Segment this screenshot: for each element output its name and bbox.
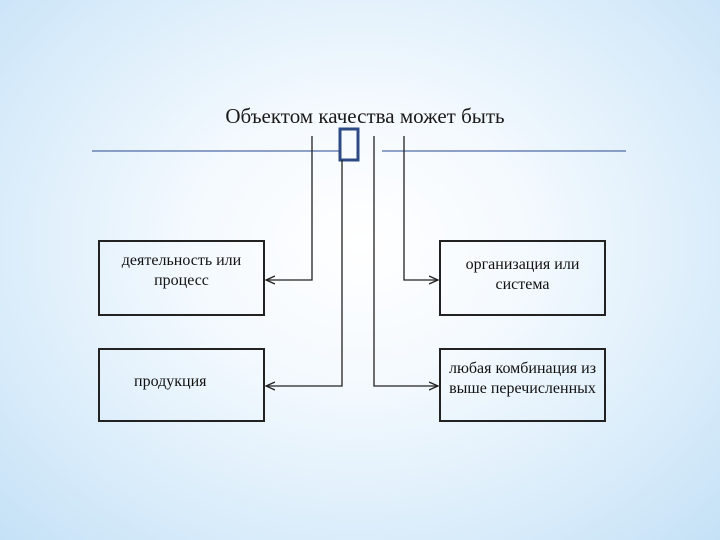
connector-product <box>266 160 343 386</box>
box-organization-label: организация или система <box>465 256 580 293</box>
box-combination: любая комбинация из выше перечисленных <box>439 348 606 422</box>
box-activity-label: деятельность или процесс <box>121 252 242 289</box>
placeholder-glyph-icon <box>338 127 360 162</box>
connector-organization <box>403 136 438 280</box>
box-combination-label: любая комбинация из выше перечисленных <box>448 360 597 397</box>
box-product-label: продукция <box>134 373 207 390</box>
box-activity: деятельность или процесс <box>98 240 265 316</box>
box-product: продукция <box>98 348 265 422</box>
connector-activity <box>266 136 313 280</box>
connector-combination <box>373 136 438 386</box>
diagram-title: Объектом качества может быть <box>225 104 505 128</box>
box-organization: организация или система <box>439 240 606 316</box>
